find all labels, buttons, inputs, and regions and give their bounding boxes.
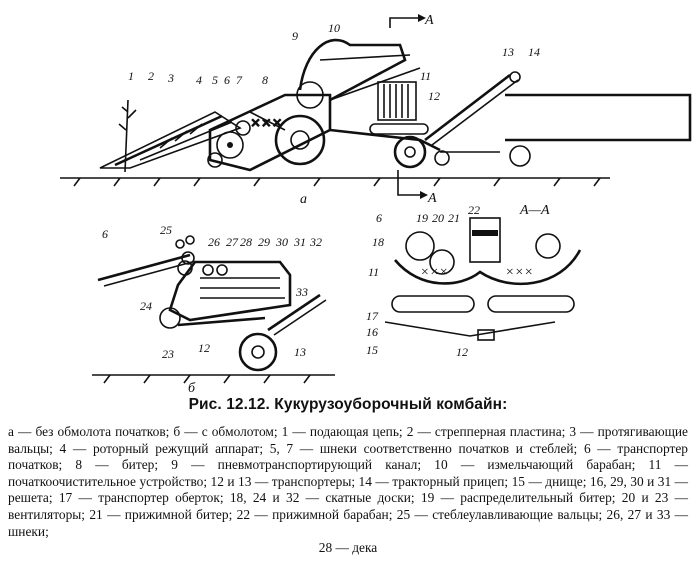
svg-text:8: 8 [262,73,268,87]
svg-text:7: 7 [236,73,243,87]
svg-text:10: 10 [328,21,340,35]
svg-text:5: 5 [212,73,218,87]
svg-text:×××: ××× [420,265,448,280]
svg-text:6: 6 [224,73,230,87]
svg-text:б: б [188,381,196,396]
svg-text:11: 11 [420,69,431,83]
svg-text:28: 28 [240,235,252,249]
svg-text:16: 16 [366,325,378,339]
svg-text:а: а [300,192,307,207]
svg-text:23: 23 [162,347,174,361]
svg-text:30: 30 [275,235,288,249]
svg-text:×××: ××× [505,265,533,280]
svg-text:4: 4 [196,73,202,87]
svg-text:18: 18 [372,235,384,249]
svg-text:22: 22 [468,203,480,217]
svg-text:12: 12 [456,345,468,359]
svg-text:27: 27 [226,235,239,249]
view-section-aa: А—А ××× ××× 6 19 20 21 22 18 11 17 16 15… [366,203,582,359]
svg-text:25: 25 [160,223,172,237]
svg-text:20: 20 [432,211,444,225]
combine-figure: ××× [60,13,692,396]
svg-text:24: 24 [140,299,152,313]
svg-text:12: 12 [198,341,210,355]
svg-text:×××: ××× [250,115,282,132]
svg-text:26: 26 [208,235,220,249]
svg-text:29: 29 [258,235,270,249]
svg-text:12: 12 [428,89,440,103]
svg-text:19: 19 [416,211,428,225]
svg-text:9: 9 [292,29,298,43]
figure-caption-title: Рис. 12.12. Кукурузоуборочный комбайн: [188,396,508,413]
svg-text:21: 21 [448,211,460,225]
svg-text:6: 6 [102,227,108,241]
svg-text:2: 2 [148,69,154,83]
figure-caption-body: а — без обмолота початков; б — с обмолот… [8,424,688,557]
view-b-threshing: б 6 25 26 27 28 29 30 31 32 33 24 23 12 … [92,223,335,396]
svg-text:13: 13 [294,345,306,359]
svg-text:32: 32 [309,235,322,249]
svg-text:31: 31 [293,235,306,249]
view-a-combine-side: ××× [60,13,692,207]
caption-last-line: 28 — дека [318,540,378,556]
svg-text:15: 15 [366,343,378,357]
svg-text:6: 6 [376,211,382,225]
svg-text:3: 3 [167,71,174,85]
svg-text:А: А [424,13,434,28]
svg-text:17: 17 [366,309,379,323]
caption-legend-text: а — без обмолота початков; б — с обмолот… [8,424,688,539]
svg-text:13: 13 [502,45,514,59]
svg-text:А—А: А—А [519,203,550,218]
svg-text:1: 1 [128,69,134,83]
svg-text:33: 33 [295,285,308,299]
svg-text:11: 11 [368,265,379,279]
svg-text:А: А [427,191,437,206]
svg-text:14: 14 [528,45,540,59]
